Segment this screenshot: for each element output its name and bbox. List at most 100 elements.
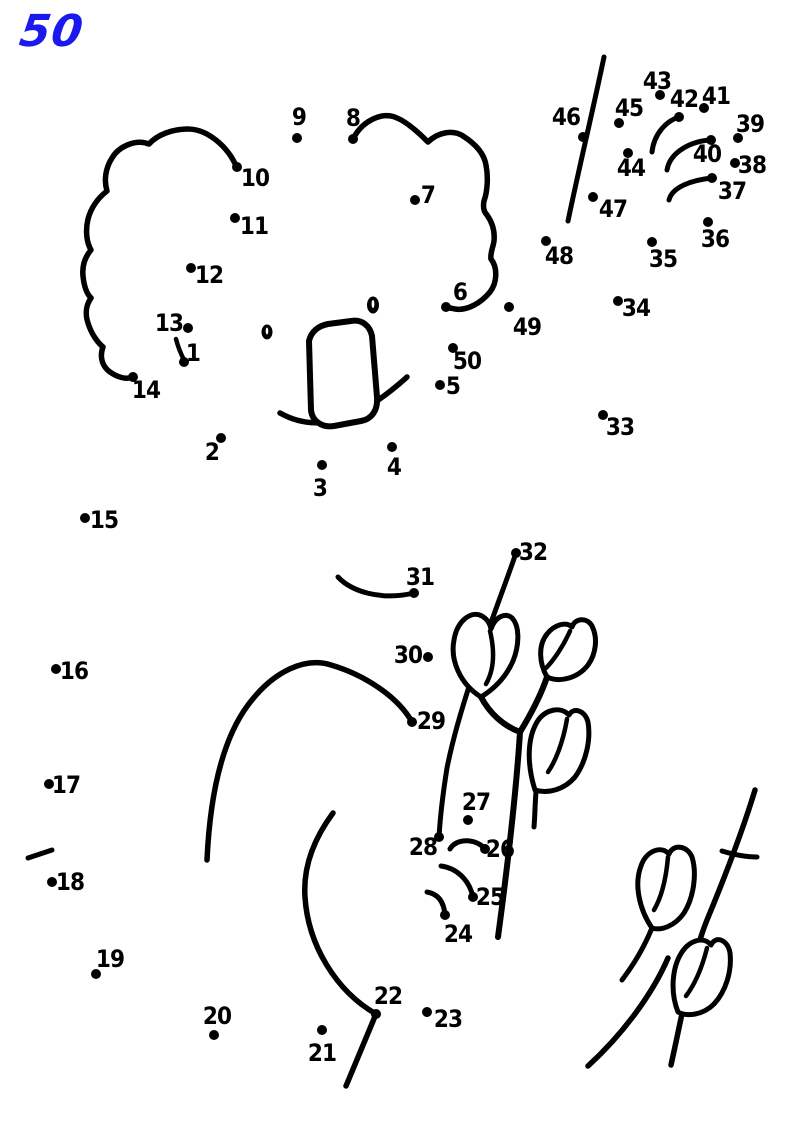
dot-number-label: 50 bbox=[452, 347, 482, 375]
dot-number-label: 10 bbox=[240, 164, 270, 192]
puzzle-dot bbox=[348, 134, 358, 144]
dot-number-label: 9 bbox=[291, 103, 307, 131]
dot-number-label: 15 bbox=[89, 506, 119, 534]
dot-number-label: 18 bbox=[55, 868, 85, 896]
center-sprout bbox=[436, 550, 598, 940]
line-below-22 bbox=[343, 1011, 379, 1089]
leaf-stalk bbox=[619, 925, 655, 983]
puzzle-dot bbox=[707, 173, 717, 183]
puzzle-dot bbox=[647, 237, 657, 247]
sprout-stem bbox=[531, 789, 539, 830]
puzzle-dot bbox=[409, 588, 419, 598]
puzzle-dot bbox=[730, 158, 740, 168]
puzzle-dot bbox=[216, 433, 226, 443]
leaf-vein bbox=[483, 628, 496, 687]
dot-number-label: 5 bbox=[445, 372, 461, 400]
puzzle-dot bbox=[441, 302, 451, 312]
dot-number-label: 38 bbox=[737, 151, 767, 179]
leaf-vein bbox=[683, 945, 710, 999]
dot-number-label: 16 bbox=[59, 657, 89, 685]
dot-number-label: 28 bbox=[408, 833, 438, 861]
lamb-right-eye bbox=[367, 296, 379, 314]
puzzle-dot bbox=[448, 343, 458, 353]
puzzle-dot bbox=[434, 832, 444, 842]
puzzle-dot bbox=[44, 779, 54, 789]
dot-number-label: 31 bbox=[405, 563, 435, 591]
dot-number-label: 43 bbox=[642, 67, 672, 95]
dot-number-label: 23 bbox=[433, 1005, 463, 1033]
dot-number-label: 25 bbox=[475, 883, 505, 911]
puzzle-dot bbox=[422, 1007, 432, 1017]
dot-number-label: 6 bbox=[452, 278, 468, 306]
puzzle-dot bbox=[371, 1009, 381, 1019]
dot-number-label: 47 bbox=[598, 195, 628, 223]
lamb-left-eye bbox=[261, 324, 273, 340]
dot-number-label: 41 bbox=[701, 82, 731, 110]
dot-number-label: 8 bbox=[345, 104, 361, 132]
leaf-vein bbox=[651, 854, 671, 913]
dot-number-label: 45 bbox=[614, 94, 644, 122]
puzzle-dot bbox=[317, 1025, 327, 1035]
dot-number-label: 40 bbox=[692, 140, 722, 168]
dot-number-label: 39 bbox=[735, 110, 765, 138]
puzzle-dot bbox=[410, 195, 420, 205]
puzzle-dot bbox=[480, 844, 490, 854]
curve-22 bbox=[302, 810, 379, 1017]
sprout-leaf bbox=[538, 617, 598, 682]
dot-number-label: 12 bbox=[194, 261, 224, 289]
puzzle-dot bbox=[703, 217, 713, 227]
puzzle-dot bbox=[614, 118, 624, 128]
puzzle-dot bbox=[91, 969, 101, 979]
dot-number-label: 20 bbox=[202, 1002, 232, 1030]
sprout-stem bbox=[517, 674, 550, 735]
puzzle-dot bbox=[504, 302, 514, 312]
puzzle-dot bbox=[292, 133, 302, 143]
wool-outline-right bbox=[350, 113, 499, 313]
dot-number-label: 3 bbox=[312, 474, 328, 502]
puzzle-dot bbox=[655, 90, 665, 100]
leaf-vein bbox=[545, 716, 570, 775]
short-dash-18 bbox=[25, 847, 55, 861]
dot-number-label: 21 bbox=[307, 1039, 337, 1067]
tall-stem bbox=[668, 787, 758, 1068]
puzzle-dot bbox=[511, 548, 521, 558]
dot-number-label: 2 bbox=[204, 438, 220, 466]
puzzle-dot bbox=[463, 815, 473, 825]
dot-number-label: 44 bbox=[616, 154, 646, 182]
dot-number-label: 14 bbox=[131, 376, 161, 404]
puzzle-dot bbox=[440, 910, 450, 920]
bottom-right-sprout bbox=[585, 787, 760, 1069]
puzzle-dot bbox=[423, 652, 433, 662]
puzzle-dot bbox=[613, 296, 623, 306]
dot-number-label: 7 bbox=[420, 181, 436, 209]
dot-number-label: 22 bbox=[373, 982, 403, 1010]
sprout-stem bbox=[495, 729, 523, 940]
arc-40 bbox=[664, 137, 714, 173]
puzzle-dot bbox=[80, 513, 90, 523]
puzzle-dot bbox=[179, 357, 189, 367]
dot-number-label: 37 bbox=[717, 177, 747, 205]
wool-outline-left bbox=[80, 126, 240, 381]
dot-number-label: 13 bbox=[154, 309, 184, 337]
dot-number-label: 11 bbox=[239, 212, 269, 240]
stem-branch bbox=[719, 848, 760, 860]
dot-number-label: 36 bbox=[700, 225, 730, 253]
puzzle-dot bbox=[578, 132, 588, 142]
arc-29 bbox=[204, 659, 415, 863]
dot-number-label: 48 bbox=[544, 242, 574, 270]
puzzle-dot bbox=[699, 103, 709, 113]
puzzle-dot bbox=[706, 135, 716, 145]
dot-number-label: 49 bbox=[512, 313, 542, 341]
puzzle-dot bbox=[541, 236, 551, 246]
stem-32-28 bbox=[436, 550, 519, 840]
sprout-leaf bbox=[635, 844, 697, 932]
curved-stem bbox=[585, 955, 671, 1069]
dot-number-label: 34 bbox=[621, 294, 651, 322]
puzzle-dot bbox=[468, 892, 478, 902]
dot-number-label: 27 bbox=[461, 788, 491, 816]
dot-number-label: 30 bbox=[393, 641, 423, 669]
dot-number-label: 24 bbox=[443, 920, 473, 948]
dot-number-label: 19 bbox=[95, 945, 125, 973]
